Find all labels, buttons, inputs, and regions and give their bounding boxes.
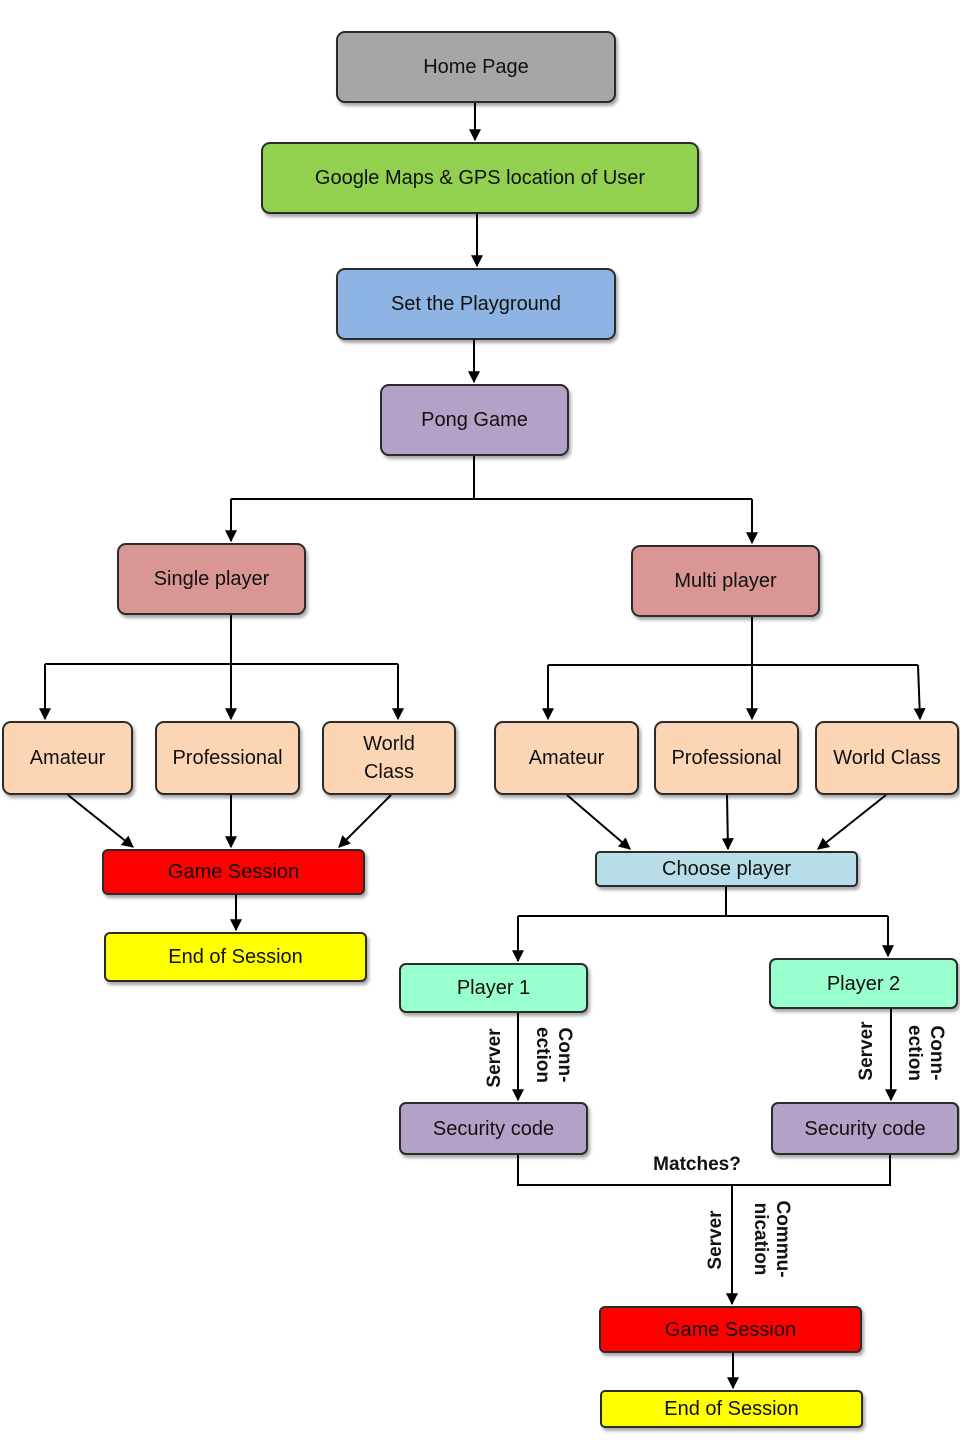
node-label: End of Session	[168, 946, 303, 968]
node-mp-game-session: Game Session	[599, 1306, 862, 1353]
node-sp-end-of-session: End of Session	[104, 932, 367, 982]
node-home-page: Home Page	[336, 31, 616, 103]
node-label: Player 2	[826, 972, 901, 995]
node-mp-amateur: Amateur	[494, 721, 639, 795]
node-mp-world-class: World Class	[815, 721, 959, 795]
arrow-mp-amateur-to-choose	[566, 794, 631, 850]
node-label: Choose player	[662, 858, 791, 880]
node-player-2: Player 2	[769, 958, 958, 1009]
node-label: Amateur	[528, 747, 605, 769]
edge-label-p1-connection: Conn- ection	[532, 1027, 575, 1083]
node-label: World Class	[833, 747, 941, 769]
edge-label-p1-server: Server	[484, 1028, 505, 1088]
node-mp-end-of-session: End of Session	[600, 1390, 863, 1428]
node-label: Game Session	[664, 1318, 797, 1341]
node-multi-player: Multi player	[631, 545, 820, 617]
edge-label-p2-server: Server	[856, 1021, 877, 1081]
node-label: Player 1	[456, 977, 531, 999]
node-label: Amateur	[29, 747, 106, 769]
edge-label-p2-connection: Conn- ection	[904, 1025, 947, 1081]
arrow-to-mp-worldclass	[913, 664, 926, 721]
node-label: Professional	[172, 747, 283, 769]
edge-label-final-server: Server	[705, 1210, 726, 1270]
node-google-maps: Google Maps & GPS location of User	[261, 142, 699, 214]
node-player-1: Player 1	[399, 963, 588, 1013]
node-label: Home Page	[423, 56, 529, 78]
node-label: Google Maps & GPS location of User	[314, 167, 646, 189]
line-security-merge	[517, 1155, 891, 1186]
node-security-code-2: Security code	[771, 1102, 959, 1155]
arrow-mp-professional-to-choose	[721, 794, 734, 851]
node-label: Professional	[671, 747, 782, 769]
arrow-sp-worldclass-to-session	[338, 794, 392, 848]
node-label: Multi player	[674, 570, 777, 592]
node-single-player: Single player	[117, 543, 306, 615]
node-set-playground: Set the Playground	[336, 268, 616, 340]
node-label: Security code	[804, 1117, 926, 1140]
node-pong-game: Pong Game	[380, 384, 569, 456]
node-sp-professional: Professional	[155, 721, 300, 795]
node-mp-professional: Professional	[654, 721, 799, 795]
arrow-mp-worldclass-to-choose	[817, 794, 887, 850]
node-choose-player: Choose player	[595, 851, 858, 887]
node-label: Game Session	[167, 861, 300, 883]
node-sp-world-class: World Class	[322, 721, 456, 795]
arrow-sp-amateur-to-session	[67, 794, 134, 848]
node-sp-game-session: Game Session	[102, 849, 365, 895]
edge-label-matches: Matches?	[653, 1154, 741, 1175]
node-label: Single player	[153, 568, 270, 590]
node-sp-amateur: Amateur	[2, 721, 133, 795]
node-label: Set the Playground	[390, 293, 562, 315]
edge-label-final-communication: Commu- nication	[750, 1200, 793, 1278]
node-label: Security code	[432, 1117, 555, 1140]
node-label: Pong Game	[421, 409, 528, 431]
node-label: World Class	[363, 733, 415, 783]
node-security-code-1: Security code	[399, 1102, 588, 1155]
node-label: End of Session	[664, 1398, 799, 1420]
